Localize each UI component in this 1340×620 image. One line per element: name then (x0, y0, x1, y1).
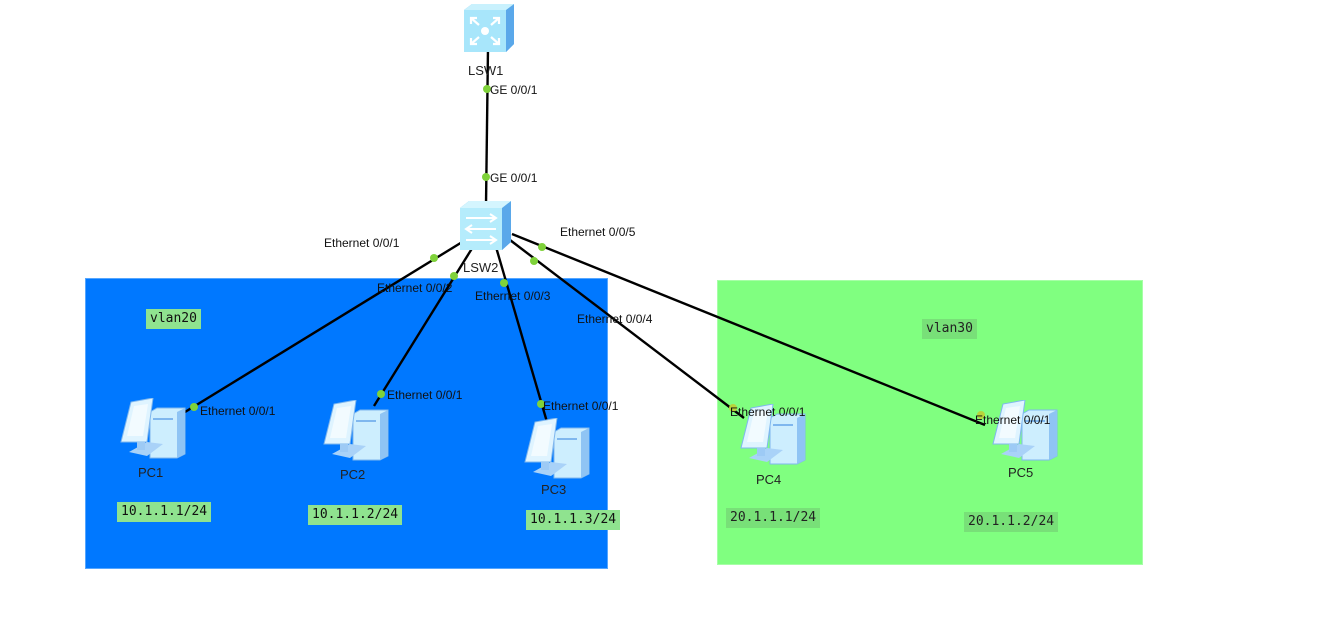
pc4-device[interactable] (737, 403, 807, 466)
link-lsw2-pc1[interactable] (184, 234, 473, 414)
lsw2-e2-port-label: Ethernet 0/0/2 (377, 281, 453, 295)
port-dot-lsw2-e2[interactable] (450, 272, 458, 280)
port-dot-lsw2-e3[interactable] (500, 279, 508, 287)
pc4-label: PC4 (756, 472, 782, 487)
pc-icon (120, 397, 186, 459)
lsw2-uplink-port-label: GE 0/0/1 (490, 171, 538, 185)
port-dot-pc1[interactable] (190, 403, 198, 411)
pc3-device[interactable] (521, 417, 591, 480)
pc-icon (323, 399, 389, 461)
lsw2-e3-port-label: Ethernet 0/0/3 (475, 289, 551, 303)
pc4-port-label: Ethernet 0/0/1 (730, 405, 806, 419)
pc5-ip-label: 20.1.1.2/24 (964, 512, 1059, 532)
pc5-port-label: Ethernet 0/0/1 (975, 413, 1051, 427)
port-dot-pc2[interactable] (377, 390, 385, 398)
pc1-device[interactable] (117, 397, 187, 460)
port-dot-pc4[interactable] (729, 404, 737, 412)
pc-icon (524, 417, 590, 479)
port-dot-pc5[interactable] (977, 411, 985, 419)
pc1-ip-label: 10.1.1.1/24 (117, 502, 212, 522)
pc3-label: PC3 (541, 482, 567, 497)
lsw1-device[interactable] (460, 2, 516, 54)
lsw2-e4-port-label: Ethernet 0/0/4 (577, 312, 653, 326)
port-dot-lsw2-e4[interactable] (530, 257, 538, 265)
pc2-ip-label: 10.1.1.2/24 (308, 505, 403, 525)
lsw2-device[interactable] (457, 200, 513, 252)
lsw1-label: LSW1 (468, 63, 504, 78)
pc2-label: PC2 (340, 467, 366, 482)
pc3-port-label: Ethernet 0/0/1 (543, 399, 619, 413)
pc2-device[interactable] (320, 399, 390, 462)
pc-icon (992, 399, 1058, 461)
lsw2-label: LSW2 (463, 260, 499, 275)
pc2-port-label: Ethernet 0/0/1 (387, 388, 463, 402)
pc4-ip-label: 20.1.1.1/24 (726, 508, 821, 528)
link-lsw2-pc3[interactable] (494, 246, 549, 423)
vlan20-label: vlan20 (146, 309, 201, 329)
vlan30-label: vlan30 (922, 319, 977, 339)
lsw2-e1-port-label: Ethernet 0/0/1 (324, 236, 400, 250)
link-lsw2-pc5[interactable] (511, 232, 986, 427)
core-switch-icon (464, 4, 514, 52)
pc-icon (740, 403, 806, 465)
link-lsw2-pc4[interactable] (509, 239, 745, 419)
lsw2-e5-port-label: Ethernet 0/0/5 (560, 225, 636, 239)
pc3-ip-label: 10.1.1.3/24 (526, 510, 621, 530)
link-lsw2-pc2[interactable] (372, 241, 478, 407)
port-dot-lsw2-e1[interactable] (430, 254, 438, 262)
port-dot-lsw2-ge[interactable] (482, 173, 490, 181)
port-dot-lsw2-e5[interactable] (538, 243, 546, 251)
port-dot-pc3[interactable] (537, 400, 545, 408)
port-dot-lsw1-ge[interactable] (483, 85, 491, 93)
pc5-device[interactable] (989, 399, 1059, 462)
lsw1-port-label: GE 0/0/1 (490, 83, 538, 97)
access-switch-icon (460, 201, 511, 250)
pc1-port-label: Ethernet 0/0/1 (200, 404, 276, 418)
pc1-label: PC1 (138, 465, 164, 480)
pc5-label: PC5 (1008, 465, 1034, 480)
